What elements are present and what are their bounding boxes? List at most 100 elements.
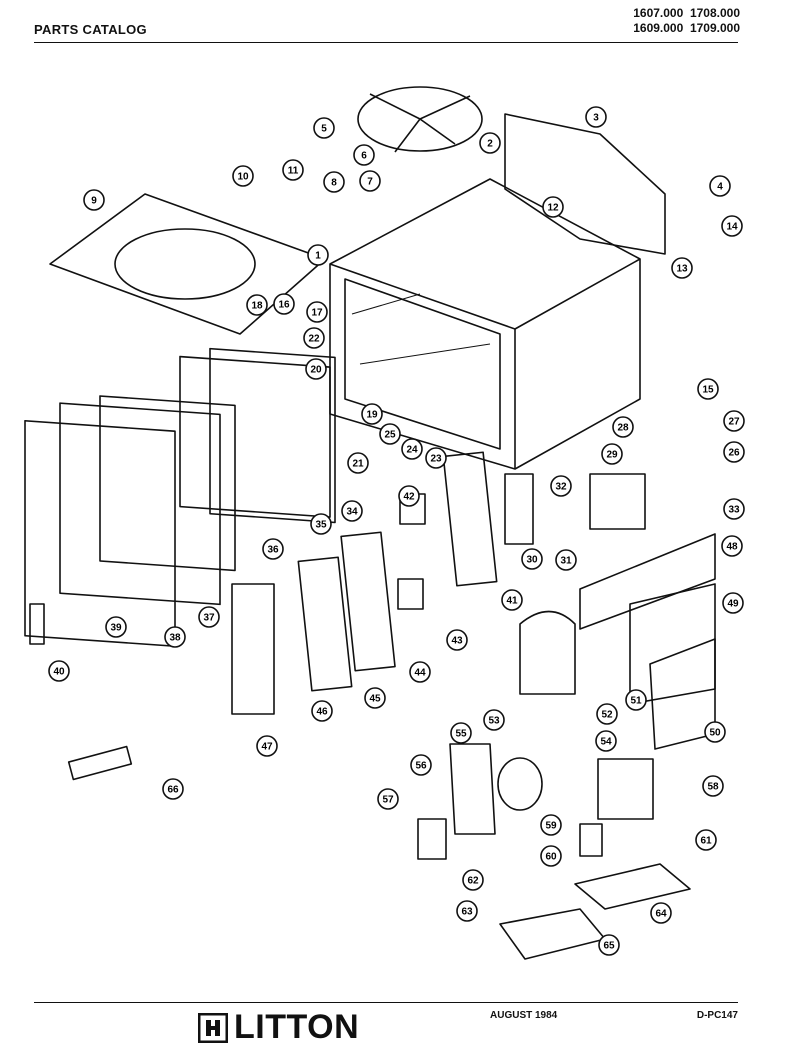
callout-number: 16 [278,300,290,311]
callout-50: 50 [704,721,726,743]
callout-number: 5 [321,124,327,135]
callout-24: 24 [401,438,423,460]
catalog-title: PARTS CATALOG [34,22,147,37]
callout-number: 10 [237,172,249,183]
callout-13: 13 [671,257,693,279]
document-code: D-PC147 [696,1010,738,1021]
callout-27: 27 [723,410,745,432]
callout-39: 39 [105,616,127,638]
callout-number: 42 [403,492,415,503]
callout-number: 55 [455,729,467,740]
callout-number: 20 [310,365,322,376]
callout-number: 18 [251,301,263,312]
callout-33: 33 [723,498,745,520]
callout-41: 41 [501,589,523,611]
callout-45: 45 [364,687,386,709]
callout-number: 44 [414,668,426,679]
callout-42: 42 [398,485,420,507]
callout-number: 56 [415,761,427,772]
callout-number: 48 [726,542,738,553]
transformer [597,758,654,820]
callout-number: 25 [384,430,396,441]
callout-number: 8 [331,178,337,189]
callout-number: 29 [606,450,618,461]
callout-number: 38 [169,633,181,644]
callout-number: 37 [203,613,215,624]
callout-number: 7 [367,177,373,188]
model-numbers-row-2: 1609.000 1709.000 [633,21,740,35]
callout-16: 16 [273,293,295,315]
callout-number: 24 [406,445,418,456]
callout-36: 36 [262,538,284,560]
callout-12: 12 [542,196,564,218]
callout-number: 28 [617,423,629,434]
callout-2: 2 [479,132,501,154]
footer-rule [34,1002,738,1003]
callout-number: 49 [727,599,739,610]
callout-29: 29 [601,443,623,465]
callout-37: 37 [198,606,220,628]
oven-cabinet [329,178,641,470]
callout-21: 21 [347,452,369,474]
header-rule [34,42,738,43]
callout-number: 14 [726,222,738,233]
callout-labels: 1234567891011121314151617181920212223242… [48,106,745,956]
callout-28: 28 [612,416,634,438]
callout-number: 36 [267,545,279,556]
control-panel [340,531,396,672]
air-duct [519,610,576,695]
callout-35: 35 [310,513,332,535]
callout-6: 6 [353,144,375,166]
callout-66: 66 [162,778,184,800]
side-bracket [442,451,498,587]
callout-15: 15 [697,378,719,400]
callout-40: 40 [48,660,70,682]
capacitor [579,823,603,857]
callout-34: 34 [341,500,363,522]
magnetron [589,473,646,530]
callout-52: 52 [596,703,618,725]
callout-number: 26 [728,448,740,459]
callout-30: 30 [521,548,543,570]
callout-number: 62 [467,876,479,887]
callout-number: 1 [315,251,321,262]
callout-number: 54 [600,737,612,748]
callout-number: 64 [655,909,667,920]
pcb-board-65 [499,908,606,960]
brand-logo: LITTON [198,1008,359,1047]
callout-8: 8 [323,171,345,193]
callout-55: 55 [450,722,472,744]
callout-1: 1 [307,244,329,266]
callout-number: 40 [53,667,65,678]
callout-number: 22 [308,334,320,345]
callout-64: 64 [650,902,672,924]
callout-number: 6 [361,151,367,162]
callout-number: 59 [545,821,557,832]
callout-58: 58 [702,775,724,797]
callout-7: 7 [359,170,381,192]
callout-17: 17 [306,301,328,323]
callout-number: 15 [702,385,714,396]
fan-motor [417,818,447,860]
callout-number: 66 [167,785,179,796]
callout-10: 10 [232,165,254,187]
callout-number: 2 [487,139,493,150]
model-numbers: 1607.000 1708.000 1609.000 1709.000 [633,6,740,36]
brand-name: LITTON [234,1008,360,1046]
callout-4: 4 [709,175,731,197]
callout-49: 49 [722,592,744,614]
callout-23: 23 [425,447,447,469]
publication-date: AUGUST 1984 [490,1010,558,1021]
callout-number: 35 [315,520,327,531]
callout-65: 65 [598,934,620,956]
callout-53: 53 [483,709,505,731]
callout-number: 46 [316,707,328,718]
callout-60: 60 [540,845,562,867]
callout-number: 3 [593,113,599,124]
callout-number: 12 [547,203,559,214]
callout-number: 30 [526,555,538,566]
callout-number: 41 [506,596,518,607]
callout-18: 18 [246,294,268,316]
callout-number: 21 [352,459,364,470]
callout-number: 33 [728,505,740,516]
